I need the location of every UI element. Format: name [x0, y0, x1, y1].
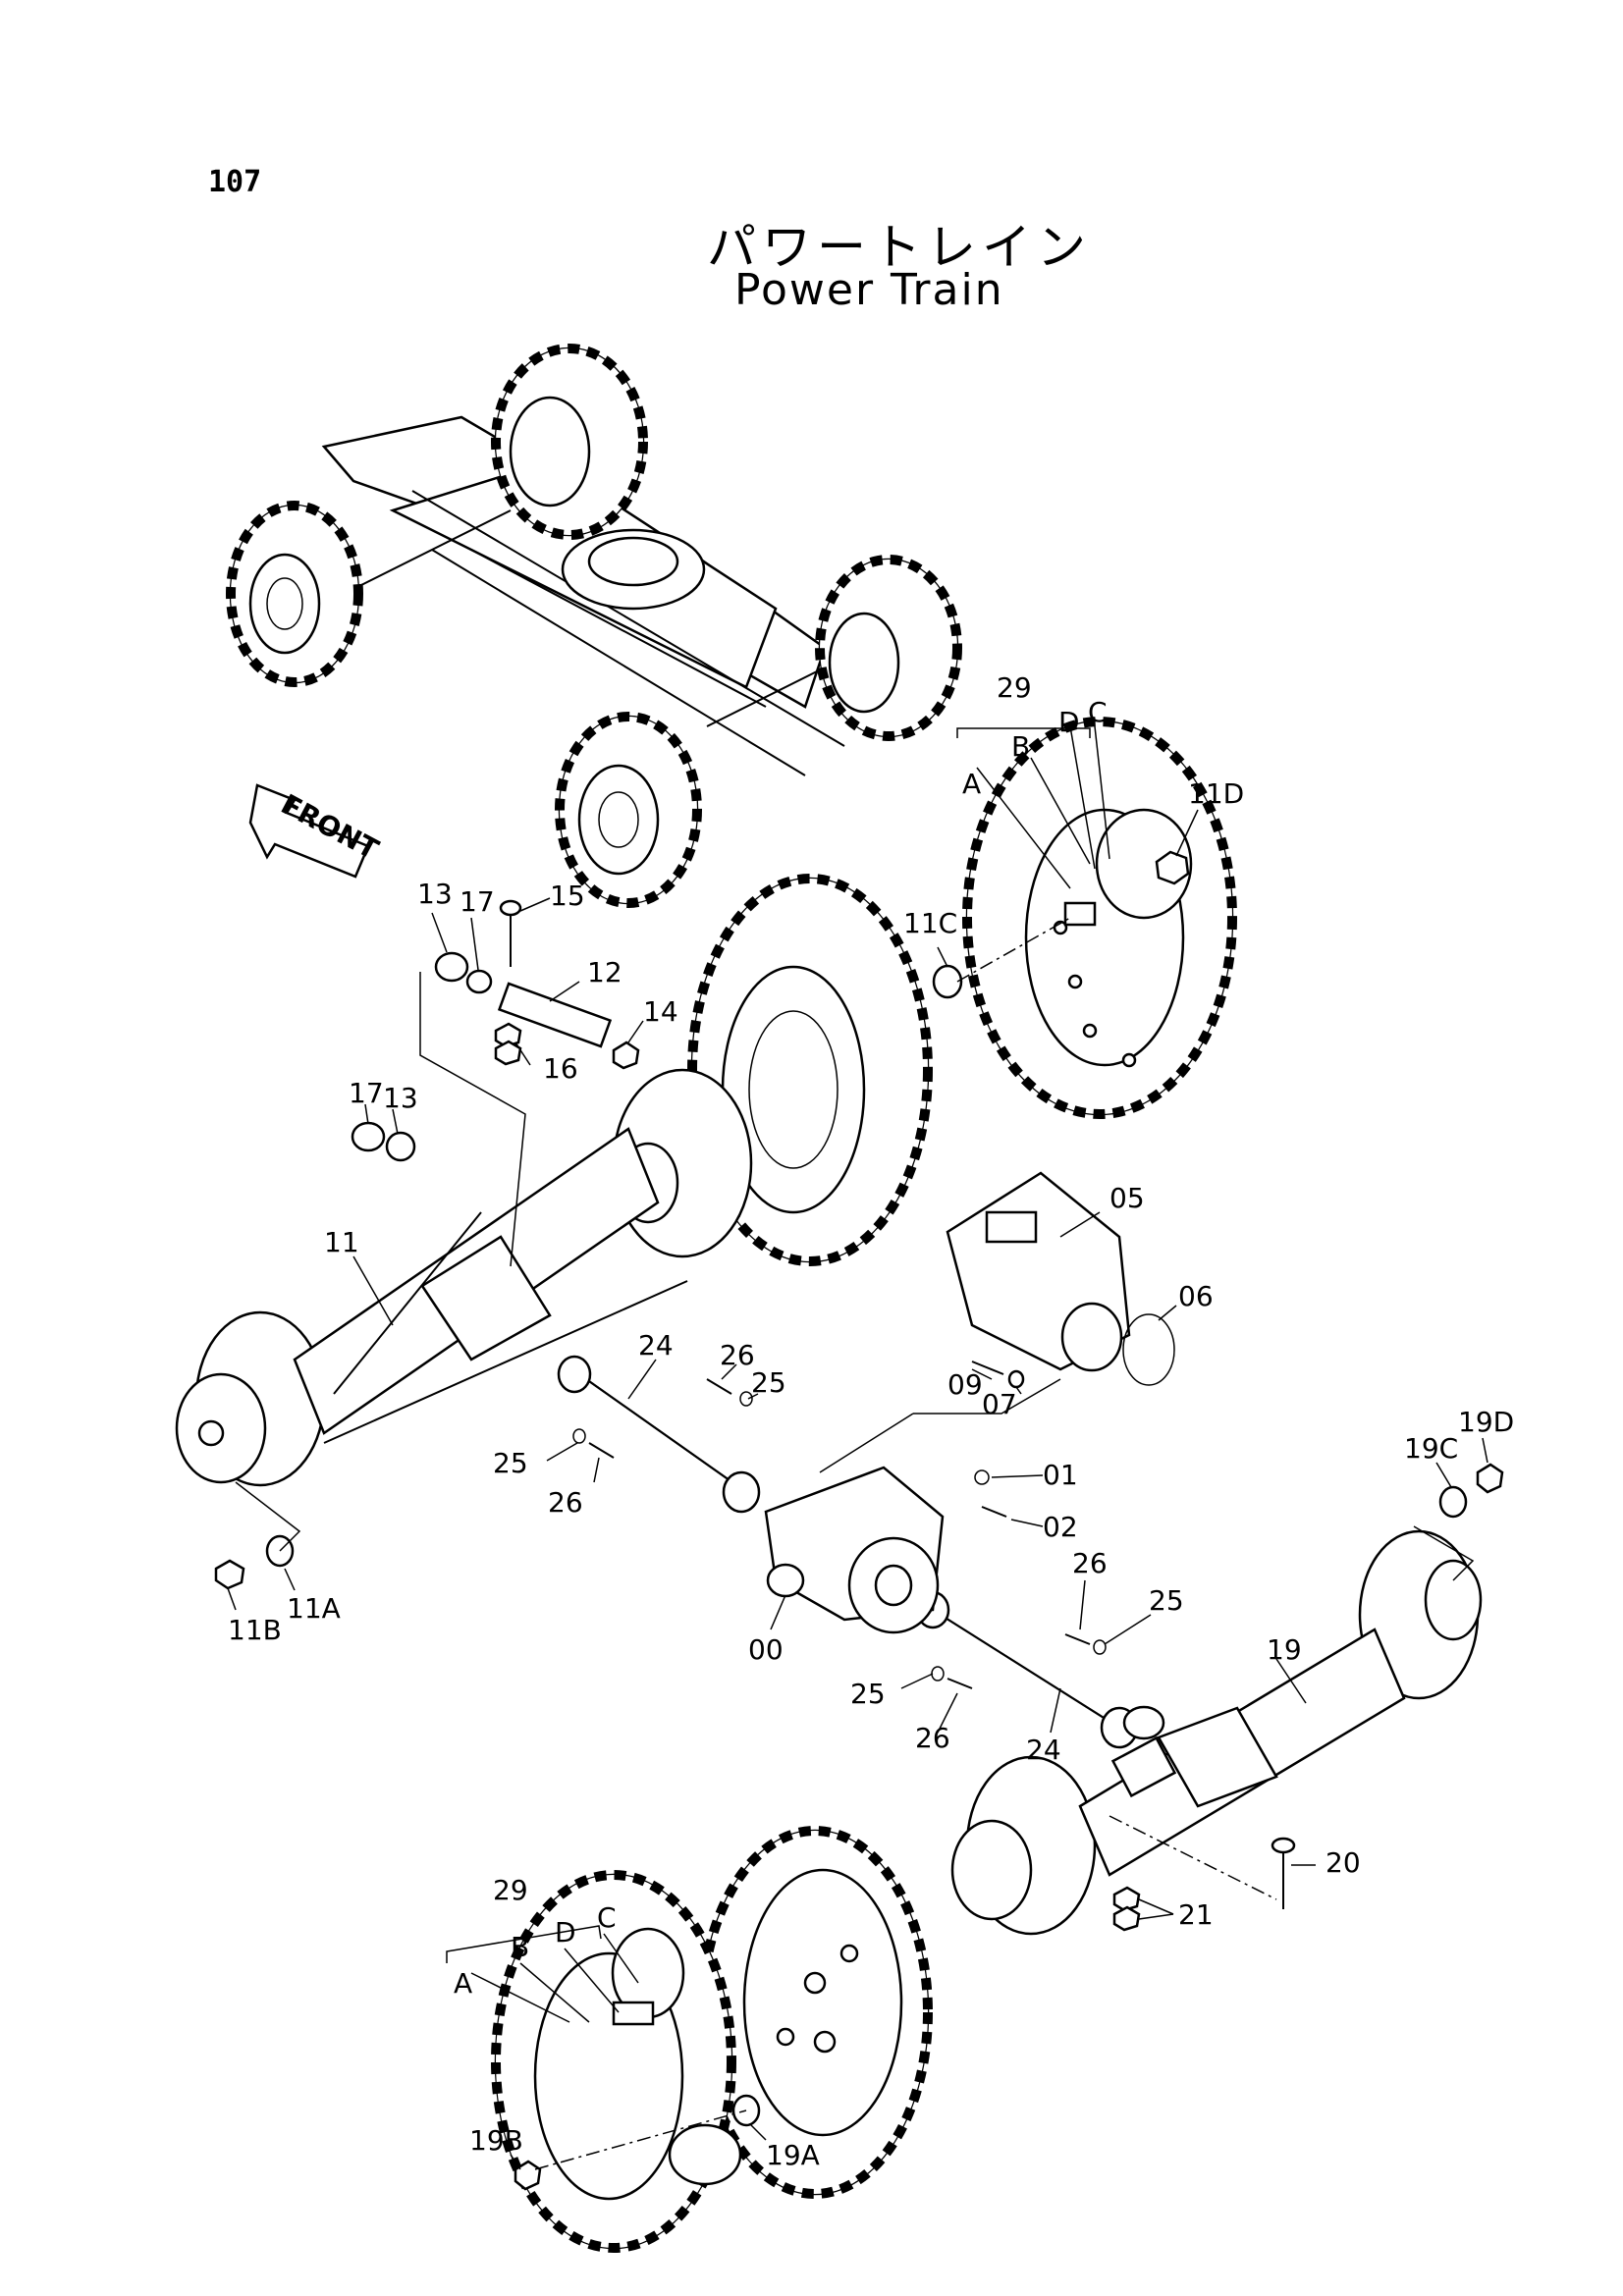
- callout-29-lower: 29: [493, 1874, 528, 1906]
- front-axle-assembly: [175, 899, 753, 1590]
- callout-25-upper-2: 25: [493, 1447, 528, 1479]
- page-title-english: Power Train: [734, 265, 1004, 315]
- callout-24-lower: 24: [1026, 1734, 1061, 1766]
- callout-19D: 19D: [1458, 1406, 1514, 1438]
- callout-C-lower: C: [597, 1901, 617, 1934]
- callout-17-lower: 17: [349, 1077, 384, 1109]
- callout-00: 00: [748, 1633, 784, 1666]
- callout-21: 21: [1178, 1898, 1214, 1931]
- callout-26-lower-2: 26: [915, 1722, 950, 1754]
- page-title-japanese: パワートレイン: [707, 219, 1092, 276]
- callout-07: 07: [982, 1388, 1017, 1420]
- rear-right-tire-assembly: [962, 717, 1237, 1119]
- callout-06: 06: [1178, 1280, 1214, 1312]
- callout-26-lower-1: 26: [1072, 1547, 1108, 1579]
- callout-A-upper: A: [962, 768, 981, 800]
- transmission: [764, 1466, 1007, 1634]
- rear-axle-assembly: [950, 1463, 1504, 1936]
- callout-01: 01: [1043, 1459, 1078, 1491]
- callout-11D: 11D: [1188, 777, 1244, 810]
- callout-29-upper: 29: [997, 671, 1032, 704]
- callout-15: 15: [550, 880, 585, 912]
- callout-25-lower-2: 25: [850, 1678, 886, 1710]
- front-direction-arrow: FRONT: [248, 783, 384, 879]
- propeller-shafts: [557, 1355, 1139, 1749]
- rear-left-tire-assembly: [697, 1826, 933, 2199]
- callout-02: 02: [1043, 1511, 1078, 1543]
- leader-lines: [227, 725, 1488, 2170]
- callout-26-upper-1: 26: [720, 1339, 755, 1371]
- rear-left-dual-tire-assembly: [491, 1870, 742, 2253]
- callout-25-lower-1: 25: [1149, 1584, 1184, 1617]
- callout-05: 05: [1109, 1182, 1145, 1214]
- callout-26-upper-2: 26: [548, 1486, 583, 1519]
- page-number: 107: [208, 165, 262, 199]
- callout-17-upper: 17: [460, 885, 495, 918]
- callout-labels: 29 A B D C 11D 11C 13 17 15 12 14 16 17 …: [228, 671, 1514, 2171]
- callout-12: 12: [587, 956, 622, 988]
- callout-24-upper: 24: [638, 1329, 674, 1362]
- callout-19: 19: [1267, 1633, 1302, 1666]
- callout-11A: 11A: [287, 1592, 341, 1625]
- callout-13-lower: 13: [383, 1082, 418, 1114]
- callout-11: 11: [324, 1226, 359, 1258]
- callout-11C: 11C: [903, 907, 957, 939]
- callout-A-lower: A: [454, 1967, 472, 2000]
- callout-B-upper: B: [1011, 730, 1030, 763]
- callout-14: 14: [643, 995, 678, 1028]
- callout-16: 16: [543, 1052, 578, 1085]
- machine-overview-illustration: [226, 344, 962, 908]
- callout-19A: 19A: [766, 2139, 820, 2171]
- callout-11B: 11B: [228, 1614, 282, 1646]
- callout-D-upper: D: [1058, 706, 1080, 738]
- callout-20: 20: [1325, 1846, 1361, 1879]
- callout-D-lower: D: [555, 1916, 576, 1949]
- callout-19C: 19C: [1404, 1432, 1458, 1465]
- callout-13-upper: 13: [417, 878, 453, 910]
- callout-B-lower: B: [511, 1931, 529, 1963]
- callout-C-upper: C: [1088, 696, 1108, 728]
- callout-19B: 19B: [469, 2124, 523, 2157]
- callout-25-upper-1: 25: [751, 1366, 786, 1399]
- callout-09: 09: [947, 1368, 983, 1401]
